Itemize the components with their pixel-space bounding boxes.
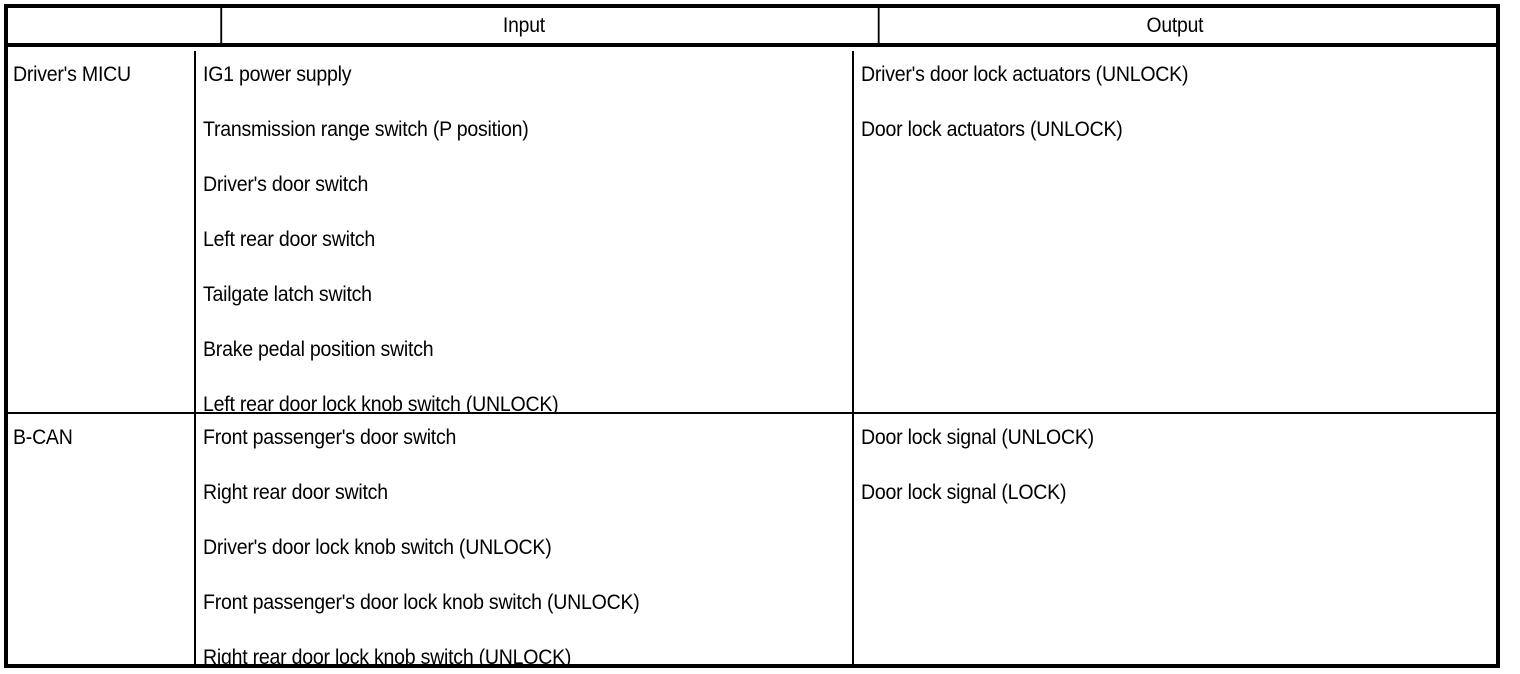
- table-body: Driver's MICU IG1 power supply Transmiss…: [8, 51, 1496, 664]
- cell-input-list: Front passenger's door switch Right rear…: [194, 414, 852, 664]
- cell-output-list: Driver's door lock actuators (UNLOCK) Do…: [852, 51, 1496, 412]
- header-cell-module: [15, 8, 186, 43]
- cell-input-list: IG1 power supply Transmission range swit…: [194, 51, 852, 412]
- input-item: IG1 power supply: [203, 63, 352, 86]
- cell-output-list: Door lock signal (UNLOCK) Door lock sign…: [852, 414, 1496, 664]
- input-item: Brake pedal position switch: [203, 338, 434, 361]
- input-item: Right rear door switch: [203, 481, 388, 504]
- header-cell-output: Output: [877, 8, 1470, 43]
- module-label: B-CAN: [13, 426, 73, 449]
- output-item: Door lock signal (UNLOCK): [861, 426, 1094, 449]
- input-item: Tailgate latch switch: [203, 283, 372, 306]
- cell-module: Driver's MICU: [8, 51, 194, 412]
- output-item: Door lock actuators (UNLOCK): [861, 118, 1123, 141]
- table-header-row: Input Output: [8, 8, 1496, 47]
- input-item: Left rear door switch: [203, 228, 376, 251]
- input-item: Front passenger's door switch: [203, 426, 457, 449]
- input-item: Front passenger's door lock knob switch …: [203, 591, 640, 614]
- module-label: Driver's MICU: [13, 63, 131, 86]
- table-row: B-CAN Front passenger's door switch Righ…: [8, 414, 1496, 664]
- cell-module: B-CAN: [8, 414, 194, 664]
- input-item: Driver's door switch: [203, 173, 369, 196]
- input-output-table: Input Output Driver's MICU IG1 power sup…: [4, 4, 1500, 668]
- output-item: Driver's door lock actuators (UNLOCK): [861, 63, 1189, 86]
- input-item: Driver's door lock knob switch (UNLOCK): [203, 536, 552, 559]
- output-item: Door lock signal (LOCK): [861, 481, 1067, 504]
- header-cell-input: Input: [220, 8, 825, 43]
- table-row: Driver's MICU IG1 power supply Transmiss…: [8, 51, 1496, 414]
- input-item: Transmission range switch (P position): [203, 118, 529, 141]
- input-item: Left rear door lock knob switch (UNLOCK): [203, 393, 559, 412]
- input-item: Right rear door lock knob switch (UNLOCK…: [203, 646, 572, 664]
